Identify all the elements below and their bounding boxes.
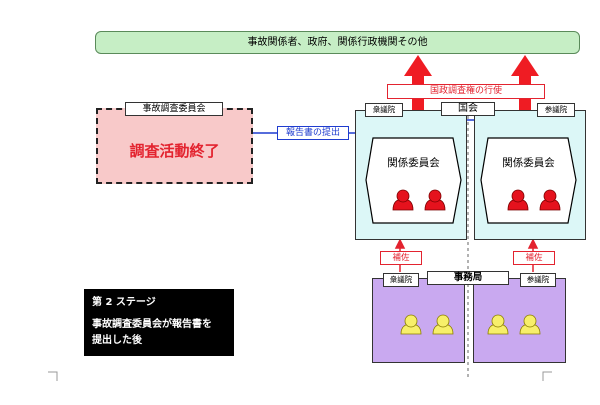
upper-committee-members: [507, 189, 561, 211]
staff-figure: [400, 314, 422, 335]
investigation-right-label: 国政調査権の行使: [387, 84, 545, 99]
stage-title: 第 2 ステージ: [92, 297, 156, 308]
lower-committee-members: [392, 189, 446, 211]
investigation-committee-box: [96, 108, 253, 184]
secretariat-upper-box: [473, 278, 566, 363]
staff-figure: [432, 314, 454, 335]
stakeholders-banner: 事故関係者、政府、関係行政機関その他: [95, 31, 580, 54]
stage-desc-line2: 提出した後: [92, 335, 142, 346]
secretariat-lower-label: 衆議院: [383, 273, 419, 287]
house-upper-label: 参議院: [537, 103, 575, 117]
staff-figure: [519, 314, 541, 335]
assist-label-left: 補佐: [380, 251, 422, 265]
crop-marks: [48, 371, 552, 381]
lower-committee-title: 関係委員会: [387, 157, 440, 169]
investigation-status: 調査活動終了: [129, 142, 220, 160]
house-lower-label: 衆議院: [365, 103, 403, 117]
secretariat-upper-label: 参議院: [520, 273, 556, 287]
staff-figure: [487, 314, 509, 335]
stage-desc-line1: 事故調査委員会が報告書を: [92, 319, 212, 330]
stage-caption: 第 2 ステージ 事故調査委員会が報告書を 提出した後: [84, 289, 234, 356]
secretariat-label: 事務局: [427, 271, 509, 285]
assist-label-right: 補佐: [513, 251, 555, 265]
investigation-committee-label: 事故調査委員会: [125, 102, 223, 116]
secretariat-lower-box: [372, 278, 465, 363]
diet-label: 国会: [441, 102, 495, 116]
upper-committee-title: 関係委員会: [502, 157, 555, 169]
report-submission-label: 報告書の提出: [277, 126, 349, 140]
